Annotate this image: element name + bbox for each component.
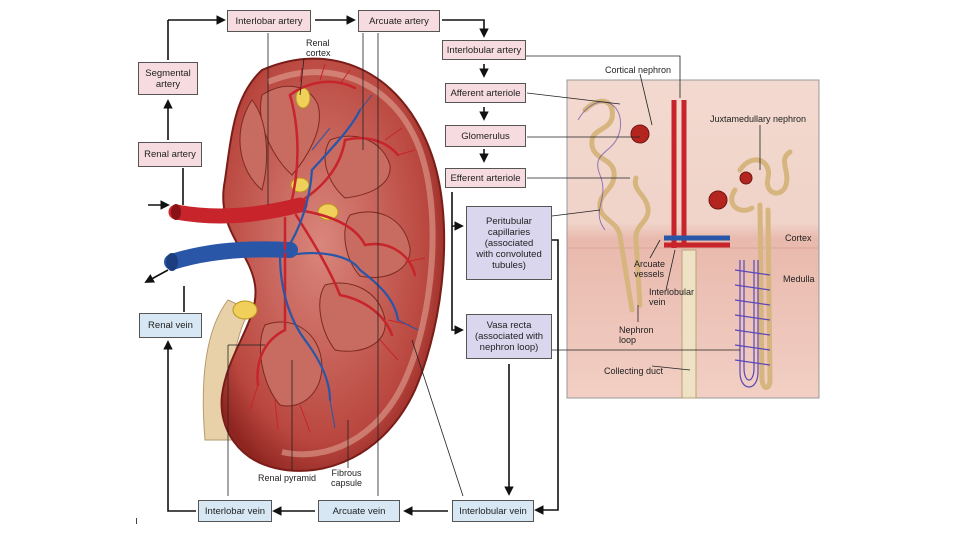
renal-cortex-band — [266, 69, 436, 458]
renal-artery-vessel — [168, 197, 308, 224]
box-afferent-arteriole: Afferent arteriole — [445, 83, 526, 103]
box-peritubular-capillaries: Peritubular capillaries (associated with… — [466, 206, 552, 280]
box-renal-artery: Renal artery — [138, 142, 202, 167]
label-renal-pyramid: Renal pyramid — [258, 473, 317, 483]
box-arcuate-vein: Arcuate vein — [318, 500, 400, 522]
slide-edge-mark — [136, 518, 137, 524]
kidney-illustration — [164, 57, 446, 472]
label-arcuate-vessels: Arcuate vessels — [634, 259, 666, 279]
box-efferent-arteriole: Efferent arteriole — [445, 168, 526, 188]
label-interlobular-vein: Interlobular vein — [649, 287, 695, 307]
box-renal-vein: Renal vein — [139, 313, 202, 338]
box-interlobar-vein: Interlobar vein — [198, 500, 272, 522]
box-glomerulus: Glomerulus — [445, 125, 526, 147]
label-collecting-duct: Collecting duct — [604, 366, 664, 376]
label-medulla: Medulla — [783, 274, 815, 284]
label-cortex: Cortex — [785, 233, 812, 243]
nephron-panel — [566, 79, 820, 399]
box-interlobar-artery: Interlobar artery — [227, 10, 311, 32]
label-juxtamedullary-nephron: Juxtamedullary nephron — [710, 114, 807, 124]
label-cortical-nephron: Cortical nephron — [605, 65, 672, 75]
box-vasa-recta: Vasa recta (associated with nephron loop… — [466, 314, 552, 359]
label-nephron-loop: Nephron loop — [619, 325, 654, 345]
ureter — [202, 299, 251, 441]
box-segmental-artery: Segmental artery — [138, 62, 198, 95]
box-arcuate-artery: Arcuate artery — [358, 10, 440, 32]
renal-vein-vessel — [164, 241, 298, 270]
label-fibrous-capsule: Fibrous capsule — [331, 468, 363, 488]
label-renal-cortex: Renal cortex — [306, 38, 331, 58]
box-interlobular-artery: Interlobular artery — [442, 40, 526, 60]
box-interlobular-vein: Interlobular vein — [452, 500, 534, 522]
